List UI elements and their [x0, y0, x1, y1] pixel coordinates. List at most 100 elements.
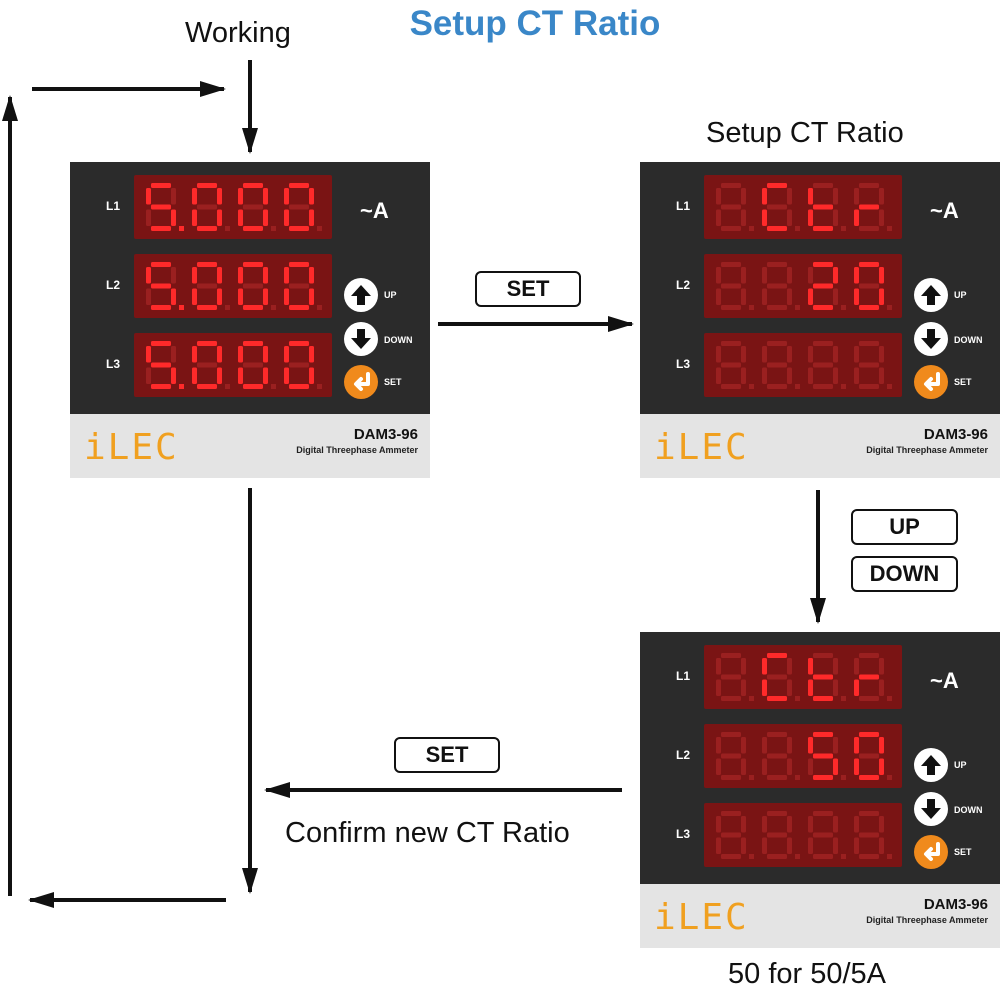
segment-g — [859, 362, 879, 368]
segment-d — [721, 384, 741, 389]
segment-e — [808, 758, 813, 775]
segment-e — [762, 679, 767, 696]
decimal-point — [271, 384, 276, 389]
segment-b — [263, 346, 268, 363]
model-name: DAM3-96 — [353, 426, 418, 443]
segment-e — [238, 288, 243, 305]
segment-a — [289, 183, 309, 188]
down-button[interactable] — [344, 322, 378, 356]
segment-f — [808, 267, 813, 284]
decimal-point — [795, 305, 800, 310]
segment-digits — [146, 262, 322, 310]
segment-b — [833, 816, 838, 833]
segment-c — [741, 837, 746, 854]
segment-g — [197, 204, 217, 210]
down-button[interactable] — [914, 792, 948, 826]
segment-f — [238, 188, 243, 205]
segment-digits — [716, 811, 892, 859]
meter-row-l3: L3 — [70, 333, 430, 399]
caption-setup: Setup CT Ratio — [706, 117, 904, 149]
segment-d — [767, 854, 787, 859]
segment-c — [309, 367, 314, 384]
decimal-point — [887, 696, 892, 701]
up-button[interactable] — [914, 748, 948, 782]
decimal-point — [795, 775, 800, 780]
segment-e — [716, 209, 721, 226]
segment-g — [859, 832, 879, 838]
segment-a — [243, 262, 263, 267]
row-label: L2 — [676, 278, 691, 292]
segment-b — [833, 737, 838, 754]
segment-b — [787, 737, 792, 754]
segment-c — [879, 679, 884, 696]
segment-b — [879, 658, 884, 675]
meter-row-l1: L1 — [640, 175, 1000, 241]
segment-c — [741, 209, 746, 226]
segment-d — [767, 305, 787, 310]
segment-digits — [146, 341, 322, 389]
set-button[interactable] — [344, 365, 378, 399]
segment-g — [721, 283, 741, 289]
caption-example: 50 for 50/5A — [728, 958, 886, 990]
segment-d — [767, 384, 787, 389]
segment-c — [833, 837, 838, 854]
segment-e — [716, 758, 721, 775]
segment-c — [879, 288, 884, 305]
segment-a — [721, 262, 741, 267]
segment-f — [146, 188, 151, 205]
segment-e — [284, 288, 289, 305]
segment-a — [289, 341, 309, 346]
model-description: Digital Threephase Ammeter — [866, 445, 988, 455]
segment-c — [171, 367, 176, 384]
segment-g — [721, 204, 741, 210]
segment-e — [808, 837, 813, 854]
segment-g — [767, 283, 787, 289]
segment-c — [787, 367, 792, 384]
segment-a — [767, 653, 787, 658]
seven-segment-display — [134, 175, 332, 239]
row-label: L1 — [676, 669, 691, 683]
segment-a — [767, 262, 787, 267]
segment-f — [716, 816, 721, 833]
segment-d — [859, 226, 879, 231]
decimal-point — [225, 384, 230, 389]
segment-f — [146, 267, 151, 284]
seven-segment-display — [704, 724, 902, 788]
segment-f — [808, 737, 813, 754]
up-button[interactable] — [344, 278, 378, 312]
segment-c — [787, 679, 792, 696]
segment-g — [721, 362, 741, 368]
segment-digits — [716, 262, 892, 310]
up-button[interactable] — [914, 278, 948, 312]
segment-e — [854, 209, 859, 226]
segment-d — [813, 696, 833, 701]
segment-e — [854, 837, 859, 854]
down-button-label: DOWN — [954, 335, 983, 345]
set-button[interactable] — [914, 835, 948, 869]
up-button-label: UP — [954, 760, 967, 770]
segment-e — [146, 367, 151, 384]
segment-g — [859, 674, 879, 680]
seven-segment-display — [704, 645, 902, 709]
segment-a — [813, 732, 833, 737]
segment-e — [762, 837, 767, 854]
segment-g — [151, 204, 171, 210]
segment-e — [808, 288, 813, 305]
segment-d — [289, 305, 309, 310]
decimal-point — [179, 305, 184, 310]
down-button[interactable] — [914, 322, 948, 356]
decimal-point — [749, 854, 754, 859]
segment-e — [716, 288, 721, 305]
segment-g — [721, 753, 741, 759]
segment-f — [762, 737, 767, 754]
segment-d — [767, 226, 787, 231]
segment-c — [741, 288, 746, 305]
set-button[interactable] — [914, 365, 948, 399]
seven-segment-display — [704, 803, 902, 867]
segment-f — [146, 346, 151, 363]
row-label: L2 — [106, 278, 121, 292]
decimal-point — [887, 226, 892, 231]
row-label: L3 — [676, 827, 691, 841]
segment-c — [879, 367, 884, 384]
segment-g — [813, 674, 833, 680]
